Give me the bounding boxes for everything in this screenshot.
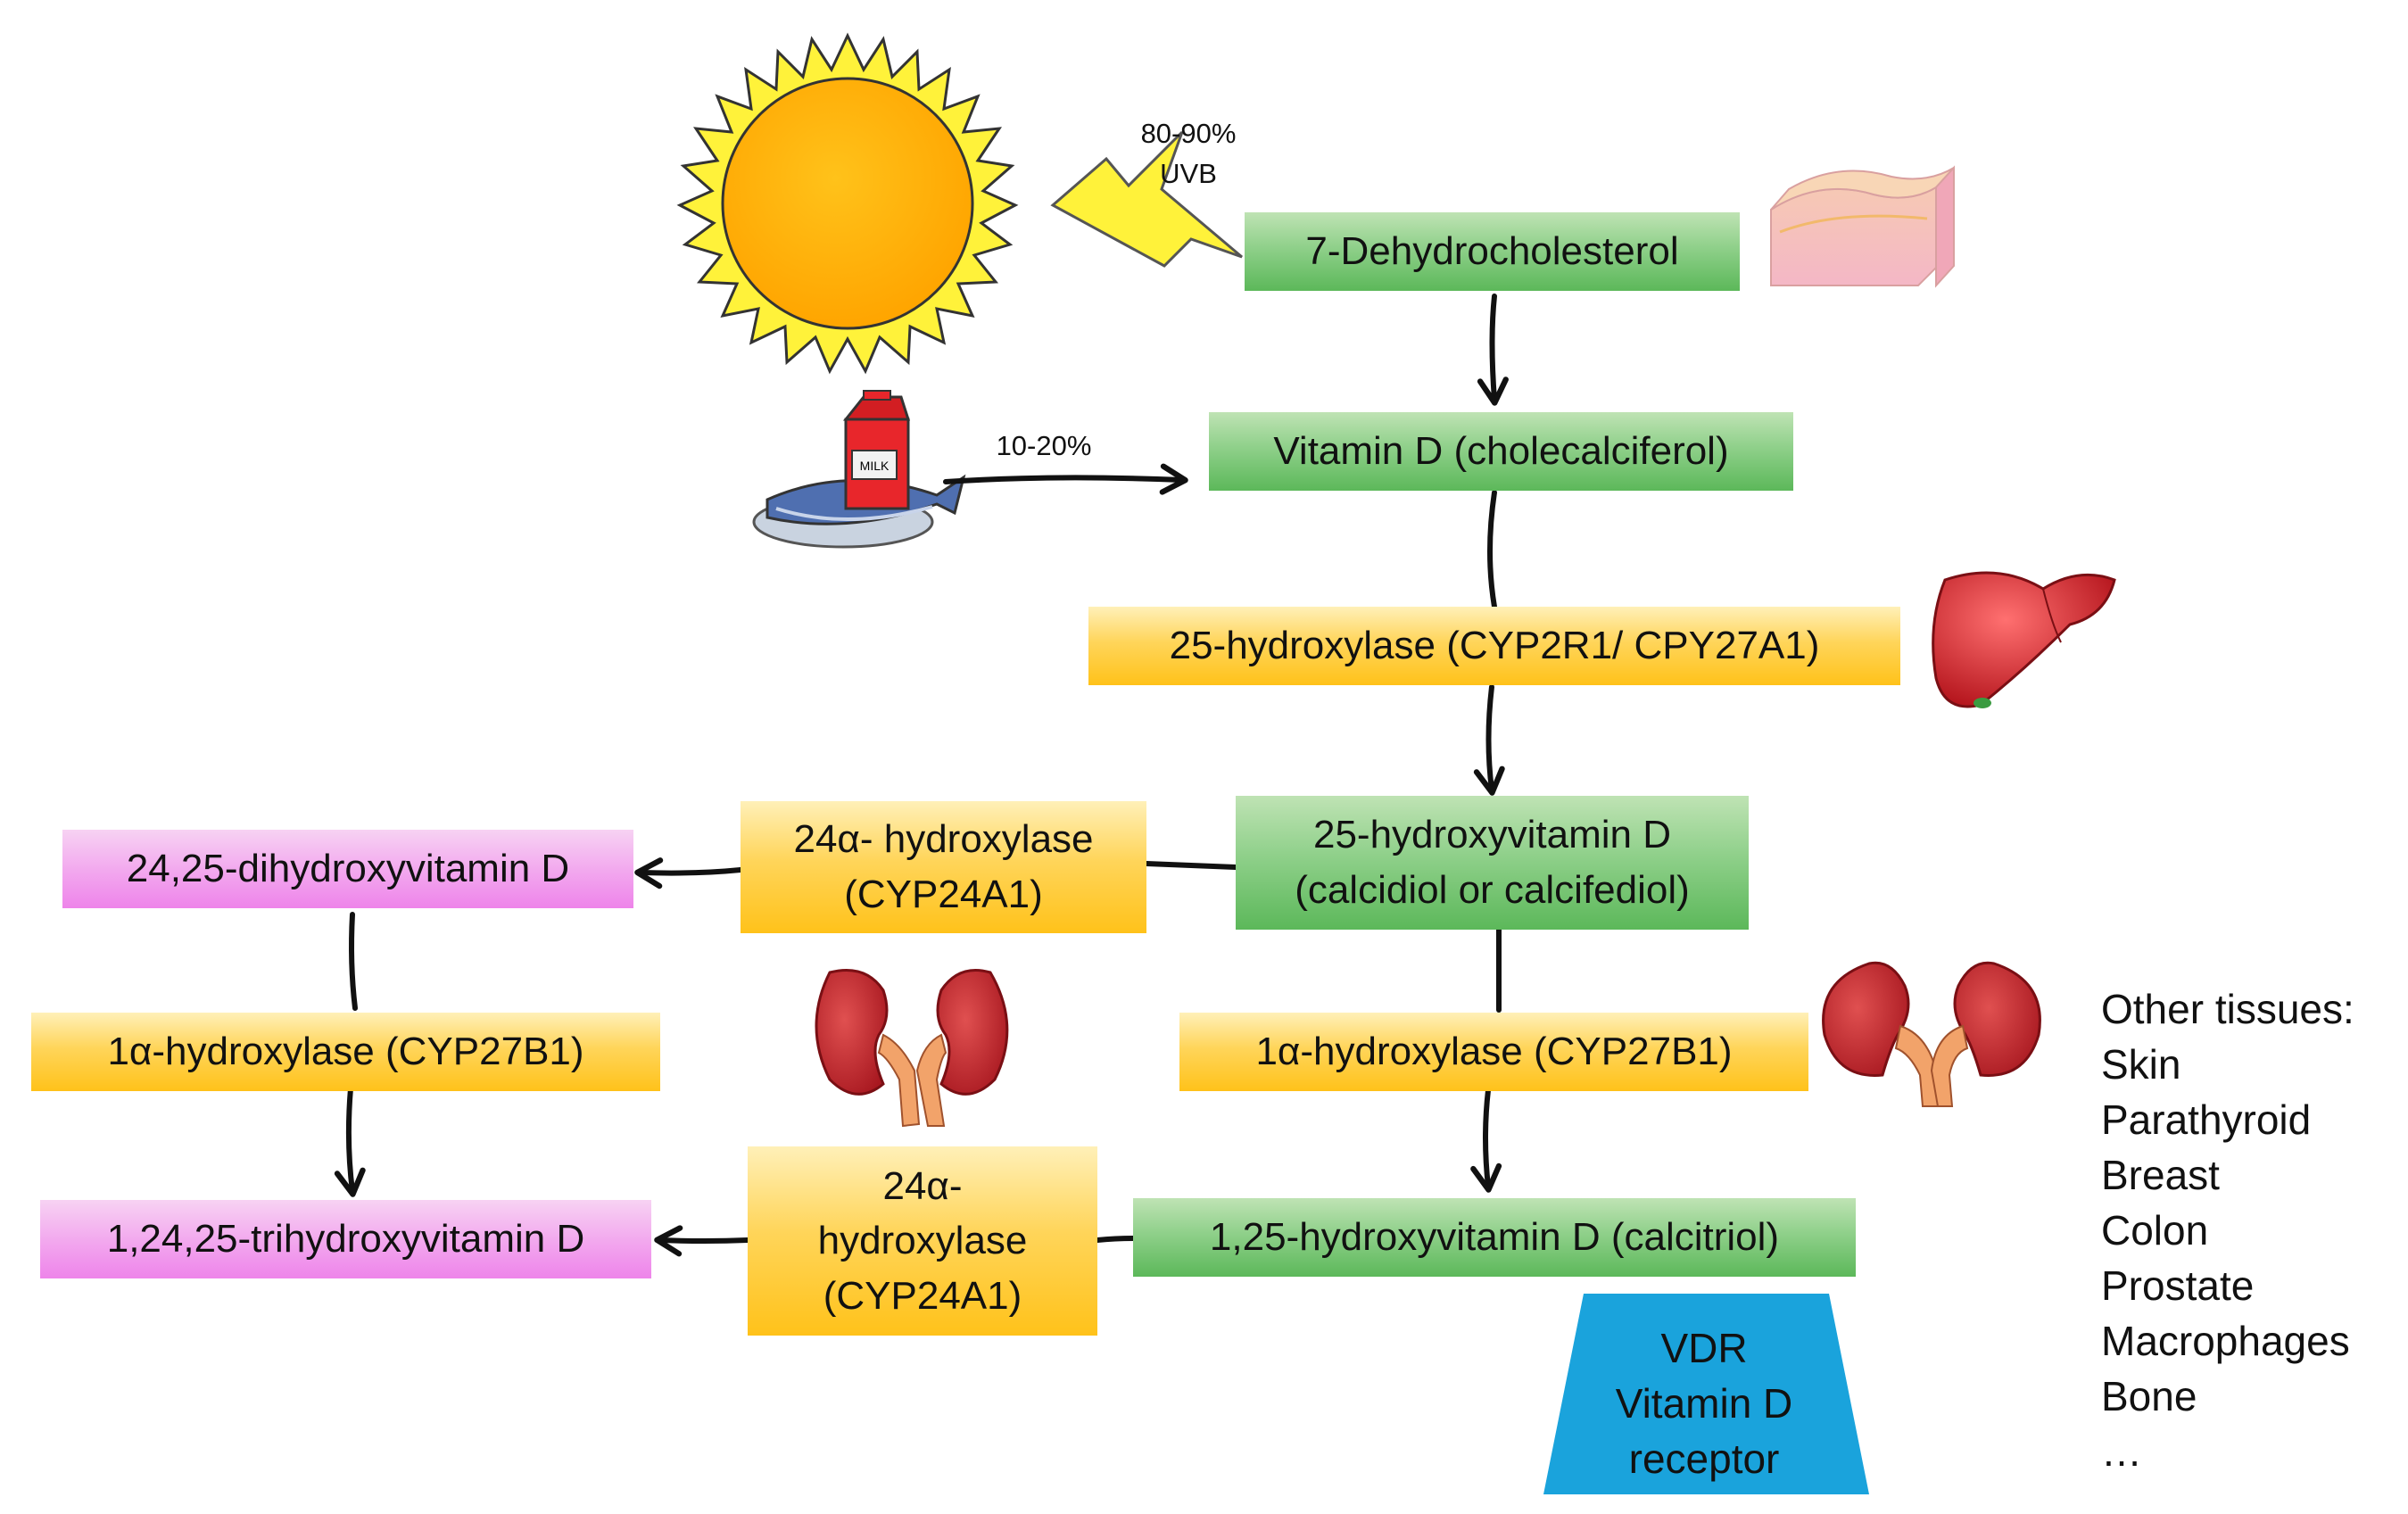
- arrow-25hyd-to-25ohd: [1473, 684, 1505, 796]
- uvb-percent: 80-90%: [1140, 118, 1237, 149]
- box-vitamin-d-label: Vitamin D (cholecalciferol): [1273, 429, 1729, 474]
- line-25ohd-to-24a: [1144, 861, 1238, 870]
- box-24a-hydroxylase-top: 24α- hydroxylase (CYP24A1): [741, 801, 1146, 933]
- vdr-shape: [1543, 1294, 1869, 1494]
- box-25-hydroxyvitamin-d: 25-hydroxyvitamin D (calcidiol or calcif…: [1236, 796, 1749, 930]
- kidney-icon: [815, 969, 1009, 1128]
- box-25-hydroxylase-label: 25-hydroxylase (CYP2R1/ CPY27A1): [1169, 624, 1820, 668]
- arrow-1aright-to-calcitriol: [1470, 1088, 1502, 1193]
- vdr-line1: VDR: [1660, 1325, 1748, 1371]
- box-vitamin-d: Vitamin D (cholecalciferol): [1209, 412, 1793, 491]
- tissue-item: Prostate: [2101, 1262, 2255, 1309]
- other-tissues-title: Other tissues:: [2101, 986, 2354, 1032]
- arrow-dhc-to-vitd: [1477, 294, 1509, 406]
- box-7-dehydrocholesterol: 7-Dehydrocholesterol: [1245, 212, 1740, 291]
- box-1a-hydroxylase-right: 1α-hydroxylase (CYP27B1): [1179, 1013, 1808, 1091]
- arrow-diet-to-vitd: [943, 463, 1188, 495]
- box-24-25-dihydroxyvitamin-d-label: 24,25-dihydroxyvitamin D: [126, 847, 570, 891]
- arrow-1aleft-to-12425: [334, 1086, 366, 1197]
- box-1a-hydroxylase-left-label: 1α-hydroxylase (CYP27B1): [107, 1030, 584, 1074]
- line-vitd-to-25hyd: [1487, 490, 1497, 609]
- tissue-item: …: [2101, 1428, 2142, 1475]
- tissue-item: Bone: [2101, 1373, 2197, 1419]
- arrow-24a-to-2425: [634, 857, 743, 889]
- liver-icon: [1932, 571, 2116, 708]
- box-24a-hydroxylase-bottom: 24α- hydroxylase (CYP24A1): [748, 1146, 1097, 1336]
- box-24a-hydroxylase-top-line2: (CYP24A1): [844, 873, 1043, 916]
- box-calcitriol-label: 1,25-hydroxyvitamin D (calcitriol): [1209, 1215, 1780, 1260]
- line-calcitriol-to-24abottom: [1095, 1236, 1136, 1243]
- kidney-icon: [1822, 961, 2041, 1107]
- vdr-line2: Vitamin D: [1615, 1380, 1793, 1427]
- box-25-hydroxyvitamin-d-line2: (calcidiol or calcifediol): [1295, 868, 1690, 912]
- box-1a-hydroxylase-left: 1α-hydroxylase (CYP27B1): [31, 1013, 660, 1091]
- box-1-24-25-trihydroxyvitamin-d-label: 1,24,25-trihydroxyvitamin D: [106, 1217, 585, 1262]
- other-tissues-list: Other tissues: Skin Parathyroid Breast C…: [2101, 981, 2354, 1479]
- tissue-item: Colon: [2101, 1207, 2209, 1253]
- box-25-hydroxylase: 25-hydroxylase (CYP2R1/ CPY27A1): [1088, 607, 1900, 685]
- milk-label: MILK: [860, 459, 890, 473]
- box-1-24-25-trihydroxyvitamin-d: 1,24,25-trihydroxyvitamin D: [40, 1200, 651, 1278]
- box-7-dehydrocholesterol-label: 7-Dehydrocholesterol: [1305, 229, 1679, 274]
- tissue-item: Breast: [2101, 1152, 2220, 1198]
- tissue-item: Macrophages: [2101, 1318, 2350, 1364]
- skin-icon: [1770, 165, 1955, 288]
- sun-icon: [676, 32, 1019, 375]
- arrow-24abottom-to-12425: [654, 1225, 750, 1257]
- diet-percent-label: 10-20%: [996, 430, 1092, 461]
- vdr-label: VDR Vitamin D receptor: [1539, 1320, 1869, 1486]
- milk-fish-icon: MILK: [752, 390, 966, 549]
- box-25-hydroxyvitamin-d-line1: 25-hydroxyvitamin D: [1312, 813, 1672, 857]
- uvb-text: UVB: [1160, 157, 1217, 189]
- tissue-item: Parathyroid: [2101, 1096, 2312, 1143]
- vdr-line3: receptor: [1628, 1435, 1780, 1482]
- uvb-label: 80-90% UVB: [1090, 114, 1287, 194]
- tissue-item: Skin: [2101, 1041, 2181, 1088]
- lightning-icon: [1050, 130, 1243, 268]
- box-24a-hydroxylase-top-line1: 24α- hydroxylase: [793, 817, 1094, 862]
- box-24a-hydroxylase-bottom-line2: hydroxylase: [817, 1219, 1028, 1263]
- box-24a-hydroxylase-bottom-line3: (CYP24A1): [823, 1273, 1022, 1318]
- box-calcitriol: 1,25-hydroxyvitamin D (calcitriol): [1133, 1198, 1856, 1277]
- line-2425-to-1aleft: [349, 912, 358, 1011]
- box-24-25-dihydroxyvitamin-d: 24,25-dihydroxyvitamin D: [62, 830, 633, 908]
- box-1a-hydroxylase-right-label: 1α-hydroxylase (CYP27B1): [1255, 1030, 1733, 1074]
- box-24a-hydroxylase-bottom-line1: 24α-: [882, 1163, 963, 1208]
